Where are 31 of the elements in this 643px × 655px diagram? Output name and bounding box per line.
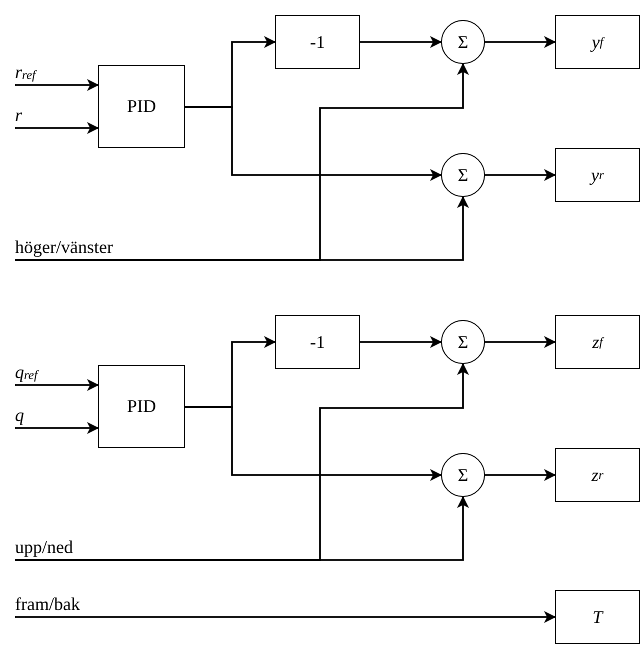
arrow (485, 36, 556, 48)
arrow (360, 36, 442, 48)
signal-label: fram/bak (15, 592, 115, 617)
arrow (15, 79, 99, 91)
summing-junction: Σ (441, 453, 485, 497)
arrow (485, 336, 556, 348)
summing-junction: Σ (441, 20, 485, 64)
arrow (15, 196, 469, 261)
arrow (15, 422, 99, 434)
signal-label: q (15, 403, 55, 428)
arrow (485, 169, 556, 181)
arrow (185, 406, 442, 481)
block-box: PID (98, 65, 185, 148)
arrow (15, 496, 469, 561)
arrow (15, 611, 556, 623)
arrow (485, 469, 556, 481)
signal-label: r (15, 103, 55, 128)
arrow (185, 106, 442, 181)
block-box: -1 (275, 15, 360, 69)
arrow (360, 336, 442, 348)
block-box: -1 (275, 315, 360, 369)
summing-junction: Σ (441, 320, 485, 364)
summing-junction: Σ (441, 153, 485, 197)
signal-label: höger/vänster (15, 235, 155, 260)
arrow (15, 379, 99, 391)
signal-label: q$_{ref}$ (15, 360, 85, 385)
signal-label: r$_{ref}$ (15, 60, 85, 85)
arrow (15, 122, 99, 134)
signal-label: upp/ned (15, 535, 155, 560)
block-box: T (555, 590, 640, 644)
block-box: PID (98, 365, 185, 448)
